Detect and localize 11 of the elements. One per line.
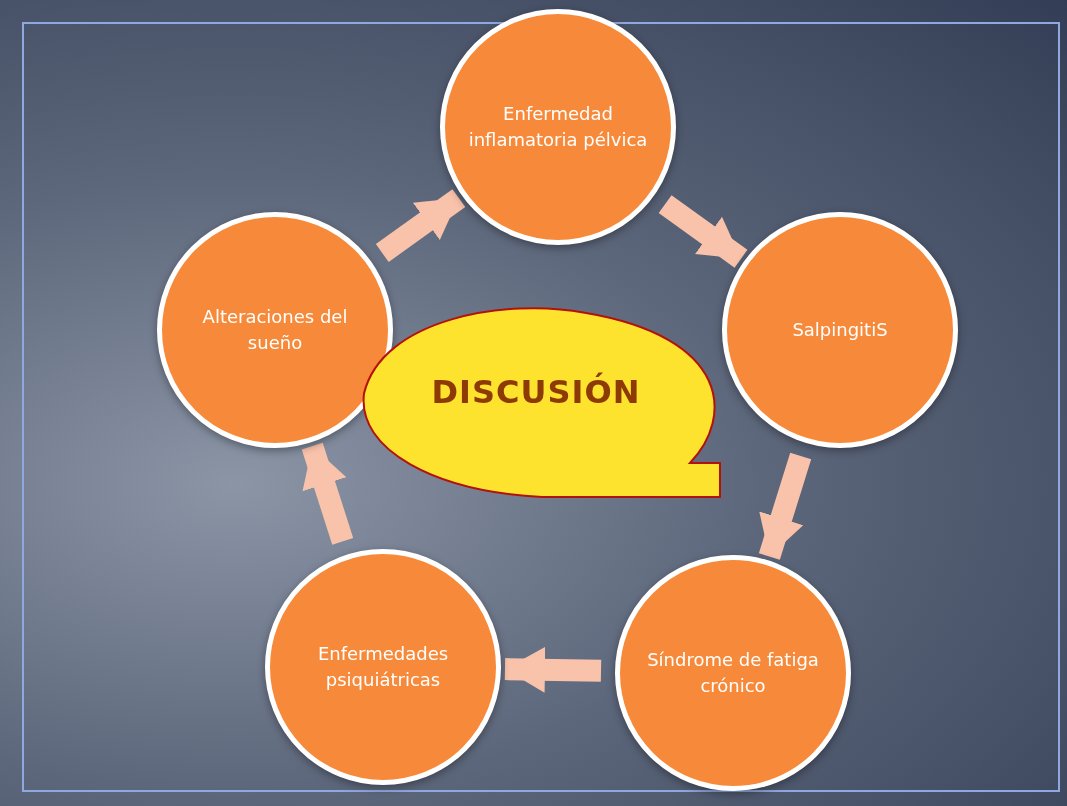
bubble-title: DISCUSIÓN <box>431 373 641 411</box>
block-arrow <box>758 452 812 560</box>
block-arrow <box>504 646 602 693</box>
topic-label: Enfermedad inflamatoria pélvica <box>467 101 649 152</box>
topic-label: Enfermedades psiquiátricas <box>316 641 450 692</box>
block-arrow <box>375 189 466 262</box>
topic-label: SalpingitiS <box>791 317 889 342</box>
block-arrow <box>658 195 748 268</box>
block-arrow <box>301 442 354 545</box>
topic-label: Alteraciones del sueño <box>201 304 349 355</box>
topic-label: Síndrome de fatiga crónico <box>646 647 820 698</box>
